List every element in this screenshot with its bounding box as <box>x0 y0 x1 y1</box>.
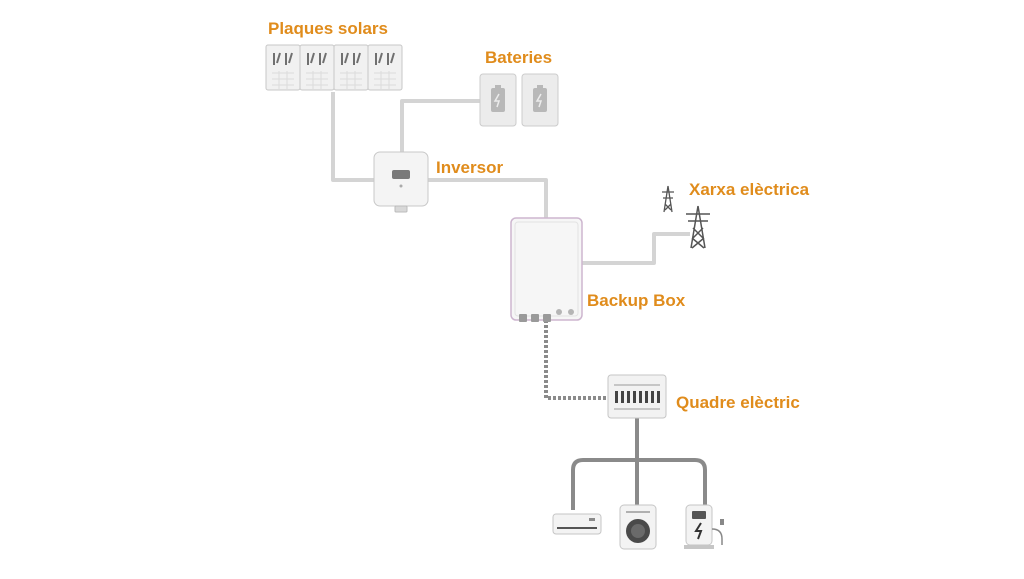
inverter-label: Inversor <box>436 158 504 177</box>
wire-inverter-to-backup <box>428 178 548 218</box>
ev-charger-icon <box>684 504 724 549</box>
washing-machine-icon <box>619 504 657 550</box>
batteries-label: Bateries <box>485 48 553 67</box>
inverter-icon <box>373 151 429 213</box>
solar-panel-icon <box>333 44 369 91</box>
light-wires <box>331 92 690 265</box>
backup-box-icon <box>510 217 583 322</box>
transmission-tower-icon <box>662 185 674 213</box>
battery-icon <box>521 73 559 127</box>
solar-panel-icon <box>265 44 301 91</box>
transmission-tower-icon <box>686 205 710 249</box>
panel-board-icon <box>607 374 667 419</box>
backup-box-label: Backup Box <box>587 291 686 310</box>
solar-panels <box>265 44 403 91</box>
dark-wires <box>544 320 707 510</box>
batteries <box>479 73 559 127</box>
grid-label: Xarxa elèctrica <box>689 180 810 199</box>
wire-battery-to-inverter <box>400 99 480 152</box>
battery-icon <box>479 73 517 127</box>
solar-panel-icon <box>367 44 403 91</box>
wire-backup-to-grid <box>582 232 690 265</box>
wire-backup-to-panel <box>544 320 608 400</box>
panel-board-label: Quadre elèctric <box>676 393 800 412</box>
wire-solar-to-inverter <box>331 92 374 182</box>
air-conditioner-icon <box>552 513 602 535</box>
solar-panel-icon <box>299 44 335 91</box>
solar-panels-label: Plaques solars <box>268 19 389 38</box>
